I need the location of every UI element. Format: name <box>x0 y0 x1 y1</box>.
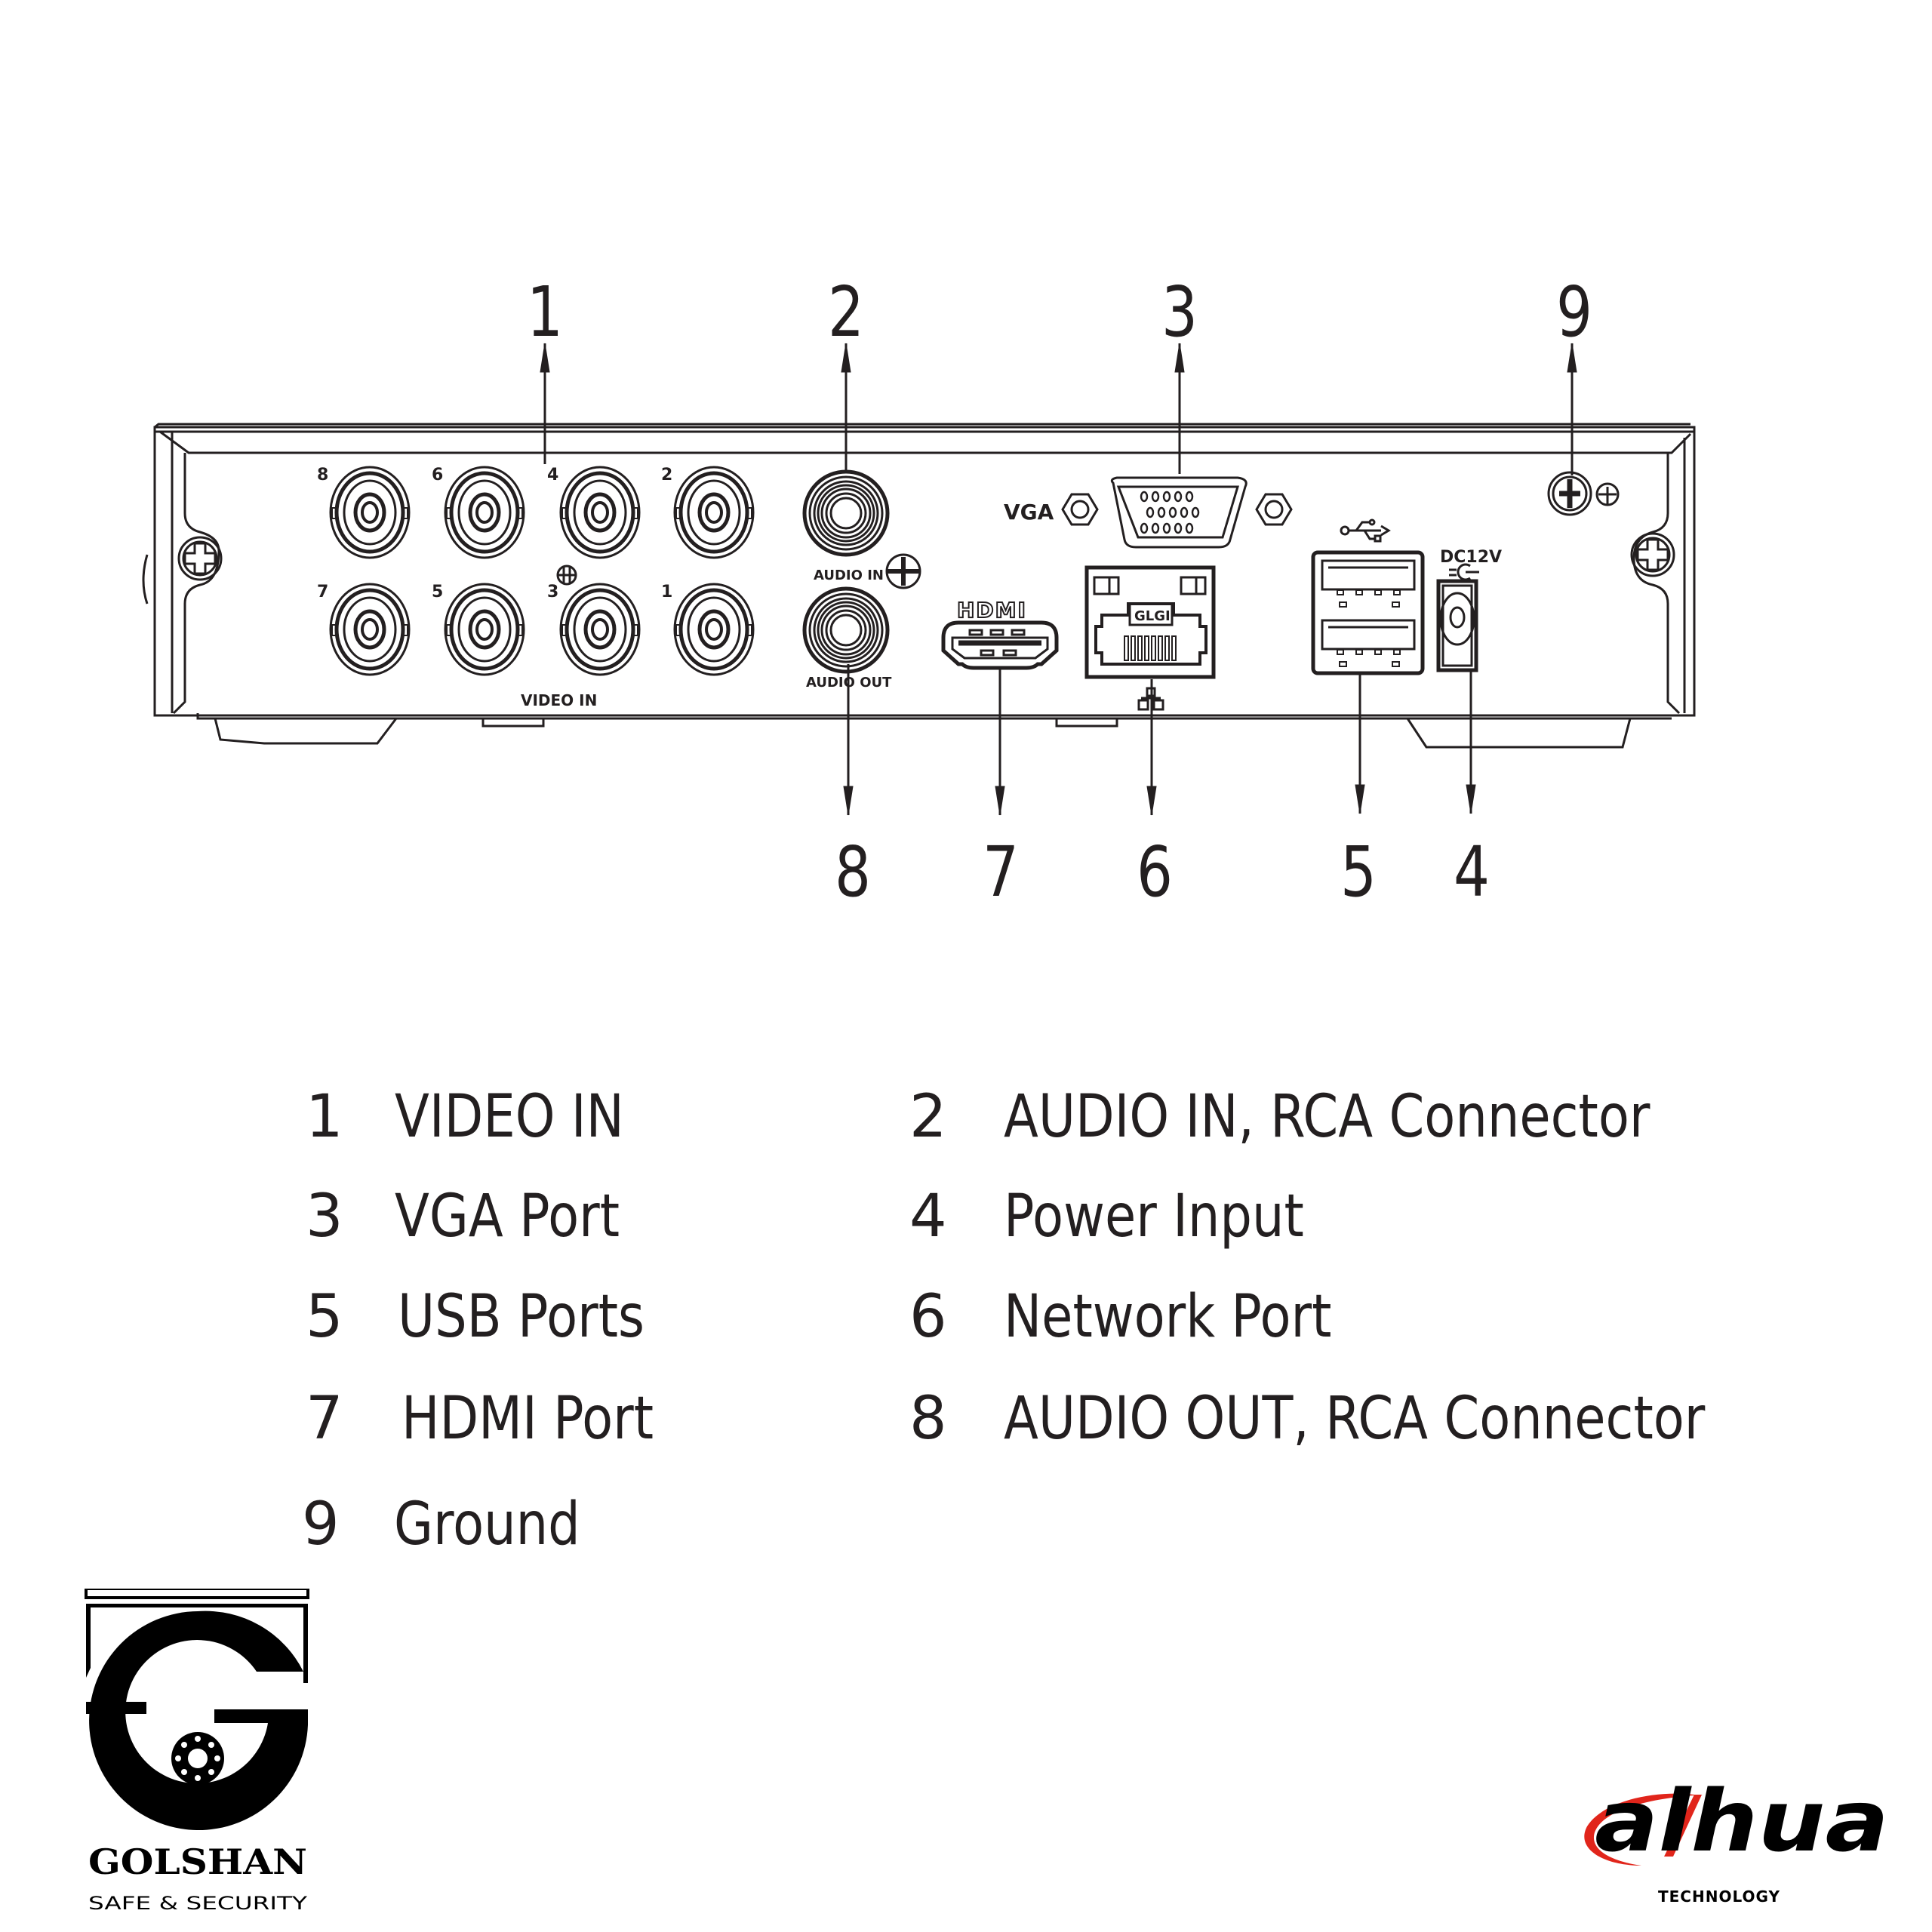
channel-number-label: 1 <box>661 583 672 601</box>
legend-label: AUDIO OUT, RCA Connector <box>1004 1385 1706 1453</box>
screw-left-icon <box>177 536 223 581</box>
legend-label: Network Port <box>1004 1283 1332 1351</box>
arrowhead-icon <box>995 786 1005 816</box>
camera-lens-icon <box>171 1732 224 1785</box>
network-rj45-port <box>1084 565 1216 679</box>
dahua-logo: alhua TECHNOLOGY <box>1584 1773 1889 1906</box>
callout-2: 2 <box>827 272 865 352</box>
network-badge-label: GLGI <box>1134 608 1171 624</box>
audio-in-rca-port <box>802 469 890 557</box>
vga-port <box>1061 476 1293 549</box>
legend-number: 3 <box>306 1183 343 1251</box>
callout-4: 4 <box>1453 832 1491 912</box>
legend-label: USB Ports <box>398 1283 645 1351</box>
channel-number-label: 3 <box>547 583 558 601</box>
callout-5: 5 <box>1340 832 1377 912</box>
channel-number-label: 2 <box>661 466 672 485</box>
arrowhead-icon <box>1466 784 1476 814</box>
ground-symbol-icon <box>885 553 921 589</box>
golshan-logo: GOLSHAN SAFE & SECURITY <box>85 1589 309 1914</box>
video-in-bnc-group <box>329 466 755 676</box>
legend-number: 8 <box>909 1385 947 1453</box>
channel-number-label: 5 <box>432 583 443 601</box>
hdmi-port <box>941 620 1059 670</box>
bnc-connector-7 <box>329 583 411 676</box>
channel-number-label: 6 <box>432 466 443 485</box>
arrowhead-icon <box>1174 343 1185 373</box>
golshan-tagline: SAFE & SECURITY <box>88 1893 307 1914</box>
arrowhead-icon <box>841 343 851 373</box>
golshan-name: GOLSHAN <box>88 1841 307 1882</box>
bnc-connector-1 <box>673 583 755 676</box>
vga-label: VGA <box>1004 500 1054 525</box>
legend-label: VGA Port <box>395 1183 620 1251</box>
callout-6: 6 <box>1136 832 1174 912</box>
audio-in-label: AUDIO IN <box>814 568 884 583</box>
legend-label: AUDIO IN, RCA Connector <box>1004 1083 1651 1151</box>
channel-number-label: 8 <box>317 466 328 485</box>
power-dc-jack <box>1436 579 1478 672</box>
callout-1: 1 <box>526 272 564 352</box>
legend-label: Power Input <box>1004 1183 1304 1251</box>
ground-symbol-small-icon <box>556 565 577 586</box>
legend-label: HDMI Port <box>401 1385 654 1453</box>
audio-out-label: AUDIO OUT <box>806 675 892 691</box>
dc-polarity-icon <box>1449 563 1479 581</box>
dahua-swoosh-icon <box>1584 1793 1703 1866</box>
legend-label: VIDEO IN <box>395 1083 624 1151</box>
dc12v-label: DC12V <box>1440 548 1502 567</box>
legend-number: 6 <box>909 1283 947 1351</box>
legend-number: 2 <box>909 1083 947 1151</box>
bnc-connector-4 <box>559 466 641 559</box>
arrowhead-icon <box>1355 784 1365 814</box>
legend: 1 VIDEO IN 2 AUDIO IN, RCA Connector 3 V… <box>0 1057 1932 1585</box>
arrowhead-icon <box>1567 343 1577 373</box>
dahua-subtitle: TECHNOLOGY <box>1658 1887 1780 1906</box>
bnc-connector-8 <box>329 466 411 559</box>
bnc-connector-5 <box>444 583 525 676</box>
channel-number-label: 7 <box>317 583 328 601</box>
usb-ports <box>1311 550 1425 675</box>
legend-number: 5 <box>306 1283 343 1351</box>
callout-9: 9 <box>1555 272 1593 352</box>
arrowhead-icon <box>540 343 550 373</box>
legend-label: Ground <box>394 1491 580 1558</box>
ground-screw-icon <box>1547 471 1620 516</box>
arrowhead-icon <box>843 786 854 816</box>
callout-8: 8 <box>834 832 872 912</box>
audio-out-rca-port <box>802 586 890 674</box>
legend-number: 4 <box>909 1183 947 1251</box>
arrowhead-icon <box>1146 786 1157 816</box>
chassis <box>142 423 1696 749</box>
screw-right-icon <box>1630 532 1675 577</box>
bnc-connector-3 <box>559 583 641 676</box>
usb-icon <box>1340 518 1391 543</box>
channel-number-label: 4 <box>547 466 558 485</box>
legend-number: 7 <box>306 1385 343 1453</box>
callout-3: 3 <box>1161 272 1198 352</box>
legend-number: 9 <box>302 1491 340 1558</box>
bnc-connector-6 <box>444 466 525 559</box>
hdmi-label: HDMI <box>957 598 1027 623</box>
dahua-wordmark: alhua <box>1595 1773 1889 1871</box>
dvr-rear-panel-diagram: VGA VIDEO IN AUDIO IN AUDIO OUT HDMI GLG… <box>142 343 1696 816</box>
callout-lines <box>540 343 1577 816</box>
legend-number: 1 <box>306 1083 343 1151</box>
bnc-connector-2 <box>673 466 755 559</box>
video-in-label: VIDEO IN <box>521 691 597 709</box>
callout-7: 7 <box>982 832 1020 912</box>
